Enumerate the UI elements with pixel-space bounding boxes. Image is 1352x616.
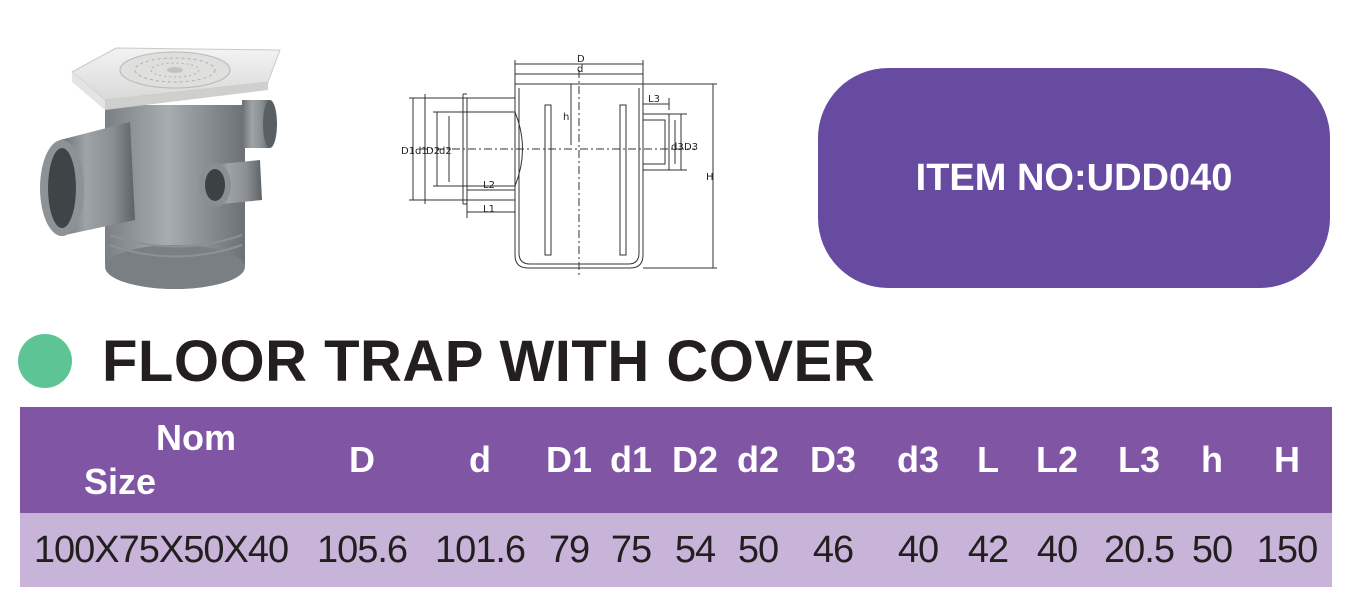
header-H: H	[1242, 407, 1332, 513]
drawing-label-D1: D1	[401, 146, 415, 157]
cell-d3: 40	[878, 513, 958, 587]
cell-D: 105.6	[302, 513, 422, 587]
drawing-label-group: D d D1 d1 D2 d2 D3 d3 L1 L2 L3 h H	[401, 54, 714, 215]
header-D2: D2	[662, 407, 728, 513]
drawing-label-h: h	[563, 112, 569, 123]
drawing-label-d2: d2	[439, 146, 452, 157]
cell-L3: 20.5	[1096, 513, 1182, 587]
cell-d1: 75	[600, 513, 662, 587]
cell-h: 50	[1182, 513, 1242, 587]
header-d: d	[422, 407, 538, 513]
drawing-label-L2: L2	[483, 180, 495, 191]
cell-d2: 50	[728, 513, 788, 587]
cell-L2: 40	[1018, 513, 1096, 587]
product-photo	[40, 47, 281, 289]
header-d2: d2	[728, 407, 788, 513]
header-L: L	[958, 407, 1018, 513]
header-L2: L2	[1018, 407, 1096, 513]
cell-nom-size: 100X75X50X40	[20, 513, 302, 587]
cell-L: 42	[958, 513, 1018, 587]
header-nom-size: Nom Size	[20, 407, 302, 513]
header-d1: d1	[600, 407, 662, 513]
technical-drawing: D d D1 d1 D2 d2 D3 d3 L1 L2 L3 h H	[401, 54, 717, 275]
page-title: FLOOR TRAP WITH COVER	[102, 328, 876, 394]
drawing-label-d3: d3	[671, 142, 684, 153]
cell-D3: 46	[788, 513, 878, 587]
drawing-label-d1: d1	[415, 146, 428, 157]
cell-H: 150	[1242, 513, 1332, 587]
spec-table: Nom Size D d D1 d1 D2 d2 D3 d3 L L2 L3 h…	[20, 407, 1332, 587]
table-header-row: Nom Size D d D1 d1 D2 d2 D3 d3 L L2 L3 h…	[20, 407, 1332, 513]
header-D1: D1	[538, 407, 600, 513]
cell-d: 101.6	[422, 513, 538, 587]
drawing-label-D3: D3	[684, 142, 698, 153]
cell-D1: 79	[538, 513, 600, 587]
cell-D2: 54	[662, 513, 728, 587]
header-h: h	[1182, 407, 1242, 513]
drawing-label-L3: L3	[648, 94, 660, 105]
header-D3: D3	[788, 407, 878, 513]
header-L3: L3	[1096, 407, 1182, 513]
title-row: FLOOR TRAP WITH COVER	[18, 326, 875, 396]
header-d3: d3	[878, 407, 958, 513]
header-D: D	[302, 407, 422, 513]
bullet-dot-icon	[18, 334, 72, 388]
table-row: 100X75X50X40 105.6 101.6 79 75 54 50 46 …	[20, 513, 1332, 587]
drawing-label-D: D	[577, 54, 585, 65]
drawing-label-d: d	[577, 64, 583, 75]
header-nom-line1: Nom	[156, 417, 236, 459]
drawing-label-L1: L1	[483, 204, 495, 215]
drawing-label-H: H	[706, 172, 714, 183]
drawing-label-D2: D2	[426, 146, 440, 157]
item-number-badge: ITEM NO: UDD040	[818, 68, 1330, 288]
item-number-label: ITEM NO:	[915, 156, 1087, 199]
header-nom-line2: Size	[84, 461, 157, 502]
item-number-code: UDD040	[1086, 156, 1233, 199]
